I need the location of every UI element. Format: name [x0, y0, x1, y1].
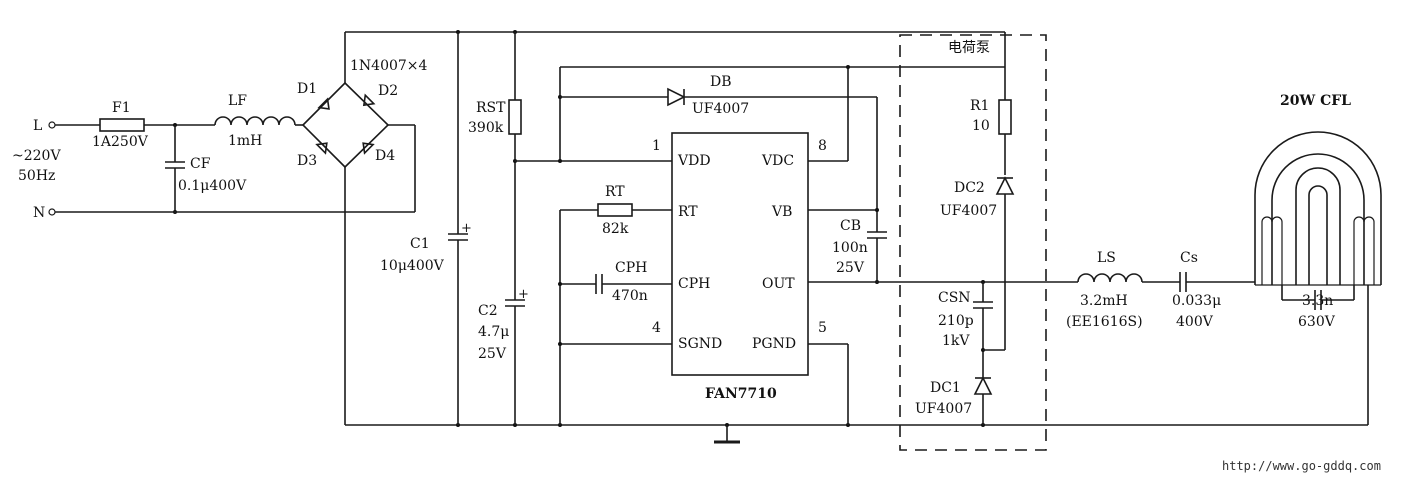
- dc2-value: UF4007: [940, 203, 997, 219]
- diode-d4: [362, 142, 375, 155]
- dc2-name: DC2: [954, 180, 985, 196]
- c1-value: 10μ400V: [380, 258, 445, 274]
- csn-value1: 210p: [938, 313, 974, 329]
- diode-dc1: [973, 376, 993, 395]
- d3-label: D3: [297, 153, 317, 169]
- diode-d3: [315, 142, 328, 155]
- lf-name: LF: [228, 93, 247, 109]
- ic-fan7710: VDD RT CPH SGND VDC VB OUT PGND 1 4 8 5 …: [652, 132, 827, 402]
- csn-value2: 1kV: [942, 333, 970, 349]
- pin-number-8: 8: [818, 138, 827, 154]
- cb-name: CB: [840, 218, 861, 234]
- terminal-l: [48, 121, 56, 129]
- cs-name: Cs: [1180, 250, 1198, 266]
- inductor-lf: [214, 116, 296, 126]
- mains-input: L N ~220V 50Hz: [12, 118, 61, 221]
- cph-name: CPH: [615, 260, 647, 276]
- cfl-lamp: 20W CFL 3.3n 630V: [1254, 93, 1382, 425]
- ic-body: [671, 132, 809, 376]
- rt-name: RT: [605, 184, 625, 200]
- c1-name: C1: [410, 236, 430, 252]
- terminal-n: [48, 208, 56, 216]
- label-l: L: [33, 118, 42, 134]
- inductor-ls: [1077, 273, 1143, 283]
- cf-name: CF: [190, 156, 211, 172]
- pin-vdd: VDD: [677, 153, 711, 169]
- diode-d1: [317, 97, 330, 110]
- pin-vb: VB: [771, 204, 792, 220]
- cb-value1: 100n: [832, 240, 868, 256]
- lamp-cap-value2: 630V: [1298, 314, 1336, 330]
- resistor-r1: [998, 99, 1012, 135]
- cb-value2: 25V: [836, 260, 865, 276]
- mains-frequency: 50Hz: [18, 168, 55, 184]
- bridge-part: 1N4007×4: [350, 58, 428, 74]
- dc1-value: UF4007: [915, 401, 972, 417]
- fuse-name: F1: [112, 100, 131, 116]
- lamp-cap-value1: 3.3n: [1302, 293, 1333, 309]
- fuse-f1: [99, 118, 145, 132]
- cf-value: 0.1μ400V: [178, 178, 247, 194]
- lf-value: 1mH: [228, 133, 262, 149]
- cs-value2: 400V: [1176, 314, 1214, 330]
- pin-out: OUT: [762, 276, 795, 292]
- c2-value1: 4.7μ: [478, 324, 509, 340]
- d2-label: D2: [378, 83, 398, 99]
- pin-number-4: 4: [652, 320, 661, 336]
- fuse-value: 1A250V: [92, 134, 149, 150]
- resistor-rst: [508, 99, 522, 135]
- pin-vdc: VDC: [761, 153, 794, 169]
- dc1-name: DC1: [930, 380, 961, 396]
- db-value: UF4007: [692, 101, 749, 117]
- r1-name: R1: [970, 98, 989, 114]
- cs-value1: 0.033μ: [1172, 293, 1221, 309]
- diode-d2: [362, 93, 376, 107]
- rt-value: 82k: [602, 221, 629, 237]
- ls-value1: 3.2mH: [1080, 293, 1128, 309]
- charge-pump-label: 电荷泵: [948, 40, 990, 56]
- pin-pgnd: PGND: [752, 336, 796, 352]
- r1-value: 10: [972, 118, 990, 134]
- lamp-name: 20W CFL: [1280, 93, 1351, 109]
- rst-value: 390k: [468, 120, 504, 136]
- diode-dc2: [995, 176, 1015, 195]
- pin-cph: CPH: [678, 276, 710, 292]
- ls-name: LS: [1097, 250, 1116, 266]
- csn-name: CSN: [938, 290, 971, 306]
- svg-text:+: +: [461, 221, 472, 236]
- c2-name: C2: [478, 303, 498, 319]
- watermark: http://www.go-gddq.com: [1222, 459, 1381, 473]
- c2-value2: 25V: [478, 346, 507, 362]
- cph-value: 470n: [612, 288, 648, 304]
- label-n: N: [33, 205, 45, 221]
- pin-number-1: 1: [652, 138, 661, 154]
- bridge-rectifier: D1 D2 D3 D4 1N4007×4: [297, 58, 428, 169]
- diode-db: [667, 87, 686, 107]
- d1-label: D1: [297, 81, 317, 97]
- ls-value2: (EE1616S): [1066, 314, 1143, 330]
- resistor-rt: [597, 203, 633, 217]
- rst-name: RST: [476, 100, 506, 116]
- pin-rt: RT: [678, 204, 698, 220]
- pin-number-5: 5: [818, 320, 827, 336]
- db-name: DB: [710, 74, 732, 90]
- d4-label: D4: [375, 148, 395, 164]
- svg-text:+: +: [518, 287, 529, 302]
- pin-sgnd: SGND: [678, 336, 722, 352]
- ic-name: FAN7710: [705, 386, 777, 402]
- mains-voltage: ~220V: [12, 148, 61, 164]
